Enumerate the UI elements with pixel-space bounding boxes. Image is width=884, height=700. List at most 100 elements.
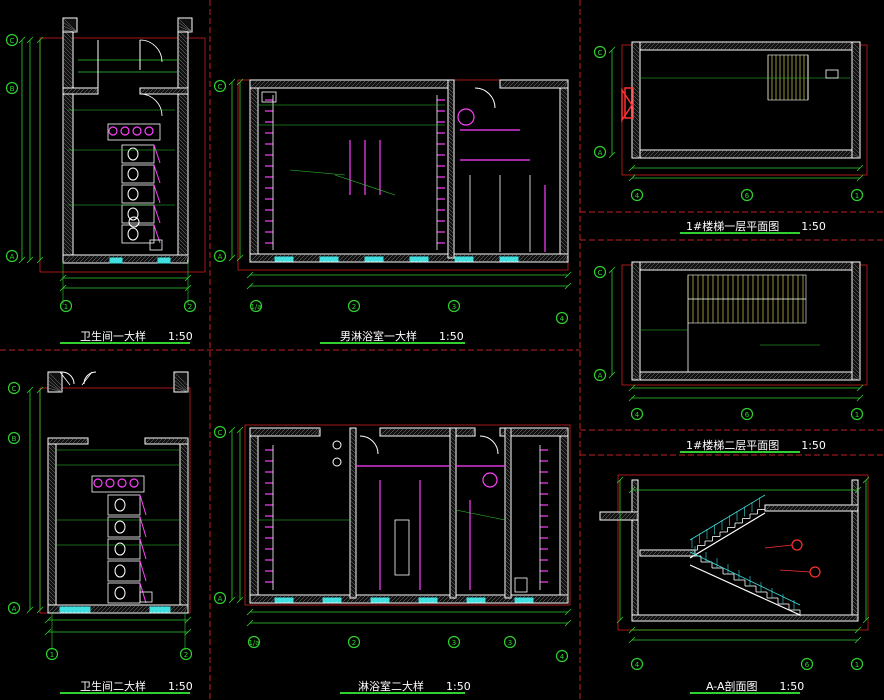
axis-4-stair1: 4 [630,188,644,202]
title-shower-2-name: 淋浴室二大样 [358,680,424,693]
svg-text:1: 1 [855,411,859,419]
svg-text:C: C [598,49,603,57]
svg-text:A: A [218,253,223,261]
svg-text:3: 3 [452,639,456,647]
axis-1-section: 1 [850,657,864,671]
axis-1a-shower1: 1/a [249,299,263,313]
axis-3-shower2: 3 [447,635,461,649]
panel-toilet-2: C B A 1 2 [7,371,193,661]
svg-text:1: 1 [855,192,859,200]
svg-text:B: B [10,85,15,93]
title-shower-2: 淋浴室二大样 1:50 [358,678,471,694]
svg-text:A: A [10,253,15,261]
svg-text:C: C [218,429,223,437]
axis-4-shower1: 4 [555,311,569,325]
axis-B-toilet1: B [5,81,19,95]
svg-text:6: 6 [745,192,750,200]
svg-text:4: 4 [635,661,640,669]
svg-text:B: B [12,435,17,443]
svg-text:3: 3 [508,639,512,647]
axis-6-stair1: 6 [740,188,754,202]
axis-C-stair2: C [593,265,607,279]
title-stair-1f-name: 1#楼梯一层平面图 [686,220,780,233]
svg-text:1: 1 [855,661,859,669]
svg-text:4: 4 [560,653,565,661]
axis-C-shower2: C [213,425,227,439]
title-section-aa-name: A-A剖面图 [706,680,758,693]
axis-6-stair2: 6 [740,407,754,421]
svg-text:2: 2 [184,651,188,659]
svg-text:1: 1 [50,651,54,659]
axis-1-stair2: 1 [850,407,864,421]
axis-C-toilet2: C [7,381,21,395]
title-shower-2-scale: 1:50 [446,680,471,693]
axis-C-shower1: C [213,79,227,93]
axis-3b-shower2: 3 [503,635,517,649]
title-toilet-2-scale: 1:50 [168,680,193,693]
axis-3-shower1: 3 [447,299,461,313]
svg-text:2: 2 [352,639,356,647]
title-toilet-2: 卫生间二大样 1:50 [80,678,193,694]
panel-stair-2f: C A 4 6 1 [593,261,868,421]
axis-1a-shower2: 1/a [247,635,261,649]
svg-text:6: 6 [805,661,810,669]
axis-A-stair2: A [593,368,607,382]
title-stair-1f-scale: 1:50 [801,220,826,233]
axis-A-toilet2: A [7,601,21,615]
svg-text:A: A [598,149,603,157]
svg-text:1/a: 1/a [250,303,261,311]
axis-1-stair1: 1 [850,188,864,202]
axis-2-shower2: 2 [347,635,361,649]
axis-C-stair1: C [593,45,607,59]
axis-2-shower1: 2 [347,299,361,313]
axis-2-toilet2: 2 [179,647,193,661]
title-stair-2f-scale: 1:50 [801,439,826,452]
axis-C-toilet1: C [5,33,19,47]
axis-4-section: 4 [630,657,644,671]
svg-text:3: 3 [452,303,456,311]
svg-text:6: 6 [745,411,750,419]
axis-B-toilet2: B [7,431,21,445]
svg-text:C: C [218,83,223,91]
title-toilet-1-name: 卫生间一大样 [80,330,146,343]
svg-text:1: 1 [64,303,68,311]
svg-text:4: 4 [635,192,640,200]
axis-6-section: 6 [800,657,814,671]
svg-text:A: A [12,605,17,613]
title-section-aa-scale: 1:50 [779,680,805,693]
svg-text:1/a: 1/a [248,639,259,647]
title-toilet-2-name: 卫生间二大样 [80,680,146,693]
axis-A-shower2: A [213,591,227,605]
axis-1-toilet1: 1 [59,299,73,313]
title-stair-1f: 1#楼梯一层平面图 1:50 [686,218,826,234]
axis-1-toilet2: 1 [45,647,59,661]
svg-text:4: 4 [635,411,640,419]
axis-A-stair1: A [593,145,607,159]
title-section-aa: A-A剖面图 1:50 [706,678,804,694]
title-shower-1-name: 男淋浴室一大样 [340,330,417,343]
panel-toilet-1: C B A 1 2 [5,17,206,313]
svg-text:2: 2 [188,303,192,311]
title-stair-2f-name: 1#楼梯二层平面图 [686,439,780,452]
svg-text:A: A [598,372,603,380]
axis-A-toilet1: A [5,249,19,263]
svg-text:C: C [12,385,17,393]
svg-text:2: 2 [352,303,356,311]
axis-2-toilet1: 2 [183,299,197,313]
svg-text:C: C [10,37,15,45]
panel-shower-2: C A 1/a 2 3 3 4 [213,424,572,663]
panel-stair-1f: C A 4 6 1 [593,41,868,202]
title-shower-1-scale: 1:50 [439,330,464,343]
axis-4-stair2: 4 [630,407,644,421]
axis-A-shower1: A [213,249,227,263]
svg-text:A: A [218,595,223,603]
svg-text:C: C [598,269,603,277]
title-shower-1: 男淋浴室一大样 1:50 [340,328,464,344]
axis-4-shower2: 4 [555,649,569,663]
panel-shower-1: C A 1/a 2 3 4 [213,78,572,325]
panel-section-aa: 4 6 1 [599,474,870,671]
